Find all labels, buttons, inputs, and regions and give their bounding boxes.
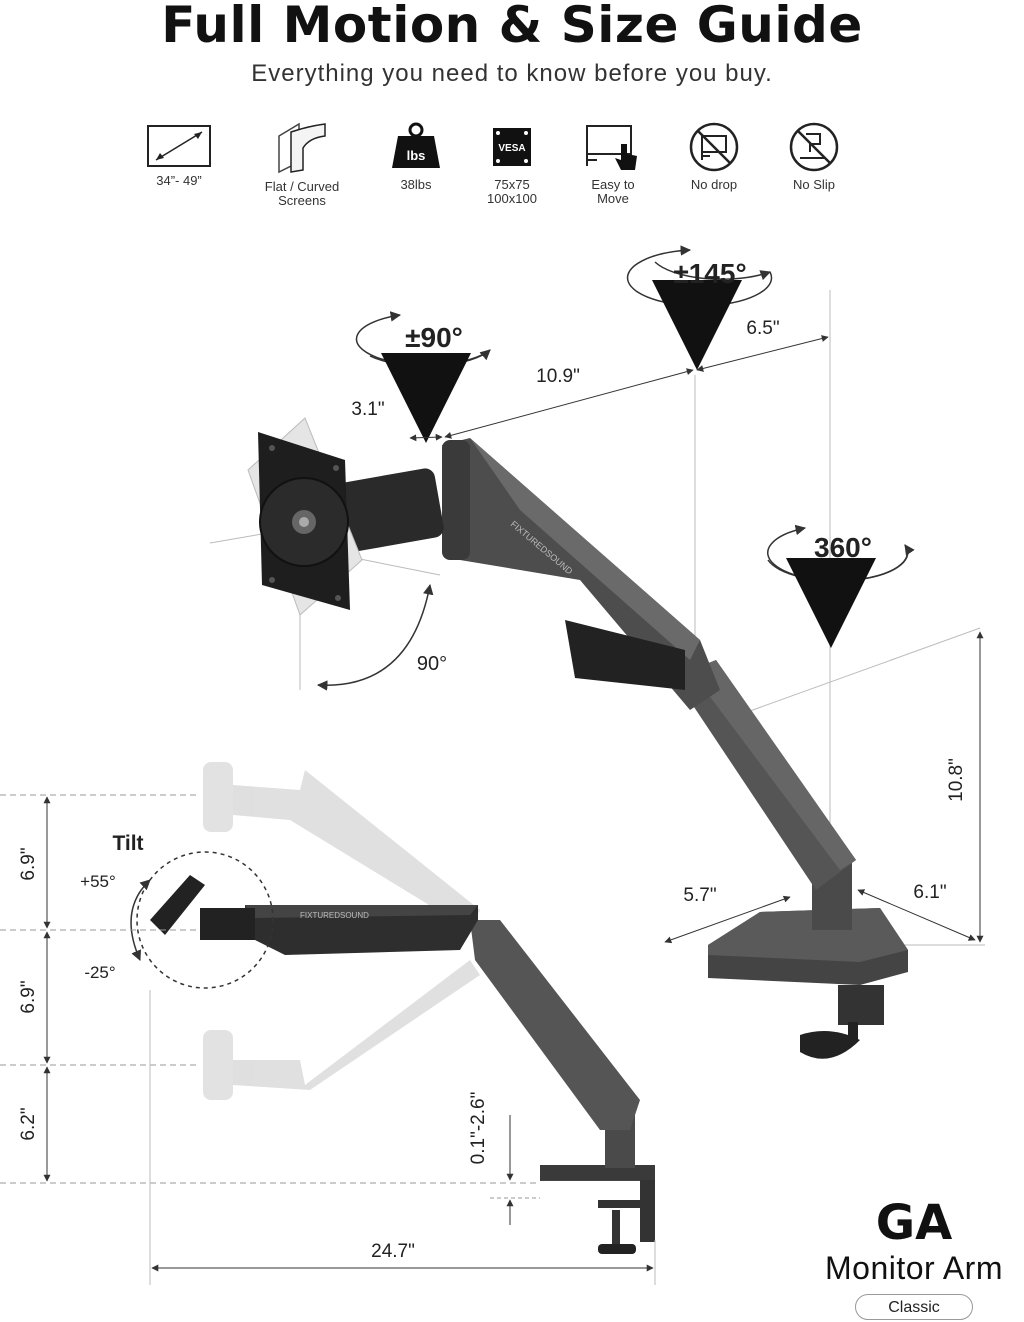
curved-screen-icon	[278, 122, 326, 174]
head-swivel-indicator: ±90°	[355, 311, 491, 443]
tilt-up-value: +55°	[80, 872, 116, 891]
feature-label: Easy to Move	[591, 177, 635, 206]
tilt-down-value: -25°	[84, 963, 115, 982]
feature-label: 75x75 100x100	[487, 177, 537, 206]
feature-label: No Slip	[793, 177, 835, 192]
feature-label: 38lbs	[400, 177, 432, 192]
tilt-indicator: Tilt +55° -25°	[80, 832, 274, 989]
edition-badge: Classic	[855, 1294, 973, 1320]
page-subtitle: Everything you need to know before you b…	[251, 60, 773, 87]
forearm-length-label: 10.9"	[536, 366, 580, 387]
lower-range-label: 6.9"	[18, 980, 39, 1013]
product-model: GA	[875, 1195, 953, 1251]
upper-dimensions: 3.1" 10.9" 6.5" 10.8" 5.7" 6.1"	[351, 318, 984, 944]
upper-arm-length-label: 6.5"	[746, 318, 779, 339]
feature-curved-screen: Flat / Curved Screens	[250, 122, 354, 208]
feature-easy-move: Easy to Move	[561, 122, 665, 206]
pole-height-label: 10.8"	[946, 758, 967, 802]
product-name: Monitor Arm	[825, 1250, 1003, 1286]
weight-icon-text: lbs	[407, 148, 426, 163]
vesa-icon: VESA	[493, 128, 531, 166]
feature-vesa: VESA 75x75 100x100	[460, 122, 564, 206]
rotation-portrait-value: 90°	[417, 653, 447, 675]
clamp-range-label: 0.1"-2.6"	[468, 1092, 489, 1165]
feature-label: 34”- 49”	[156, 173, 202, 188]
feature-weight: lbs 38lbs	[364, 122, 468, 192]
screen-size-icon	[147, 125, 211, 167]
portrait-rotation-indicator: 90°	[316, 583, 447, 691]
lower-dimensions: 6.9" 6.9" 6.2" 0.1"-2.6" 24.7"	[0, 794, 656, 1285]
feature-no-slip: No Slip	[762, 122, 866, 192]
feature-label: No drop	[690, 177, 738, 192]
easy-move-icon	[586, 125, 637, 170]
upper-monitor-arm: FIXTUREDSOUND	[209, 290, 985, 1059]
no-drop-icon	[689, 122, 739, 172]
swivel-base-value: 360°	[814, 532, 872, 563]
weight-icon: lbs	[392, 122, 440, 168]
total-reach-label: 24.7"	[371, 1241, 415, 1262]
tilt-title: Tilt	[112, 832, 143, 855]
swivel-head-value: ±90°	[405, 322, 463, 353]
swivel-elbow-value: ±145°	[673, 258, 746, 289]
side-arm-brand-mark: FIXTUREDSOUND	[300, 911, 369, 920]
base-depth-label: 5.7"	[683, 885, 716, 906]
feature-screen-size: 34”- 49”	[127, 122, 231, 188]
page-title: Full Motion & Size Guide	[161, 0, 863, 54]
base-width-label: 6.1"	[913, 882, 946, 903]
head-offset-label: 3.1"	[351, 399, 384, 420]
vesa-icon-text: VESA	[498, 143, 525, 154]
no-slip-icon	[789, 122, 839, 172]
feature-label: Flat / Curved Screens	[264, 179, 340, 208]
upper-range-label: 6.9"	[18, 847, 39, 880]
bottom-range-label: 6.2"	[18, 1107, 39, 1140]
base-swivel-indicator: 360°	[766, 524, 915, 648]
feature-no-drop: No drop	[662, 122, 766, 192]
lower-monitor-arm: FIXTUREDSOUND	[150, 762, 655, 1254]
